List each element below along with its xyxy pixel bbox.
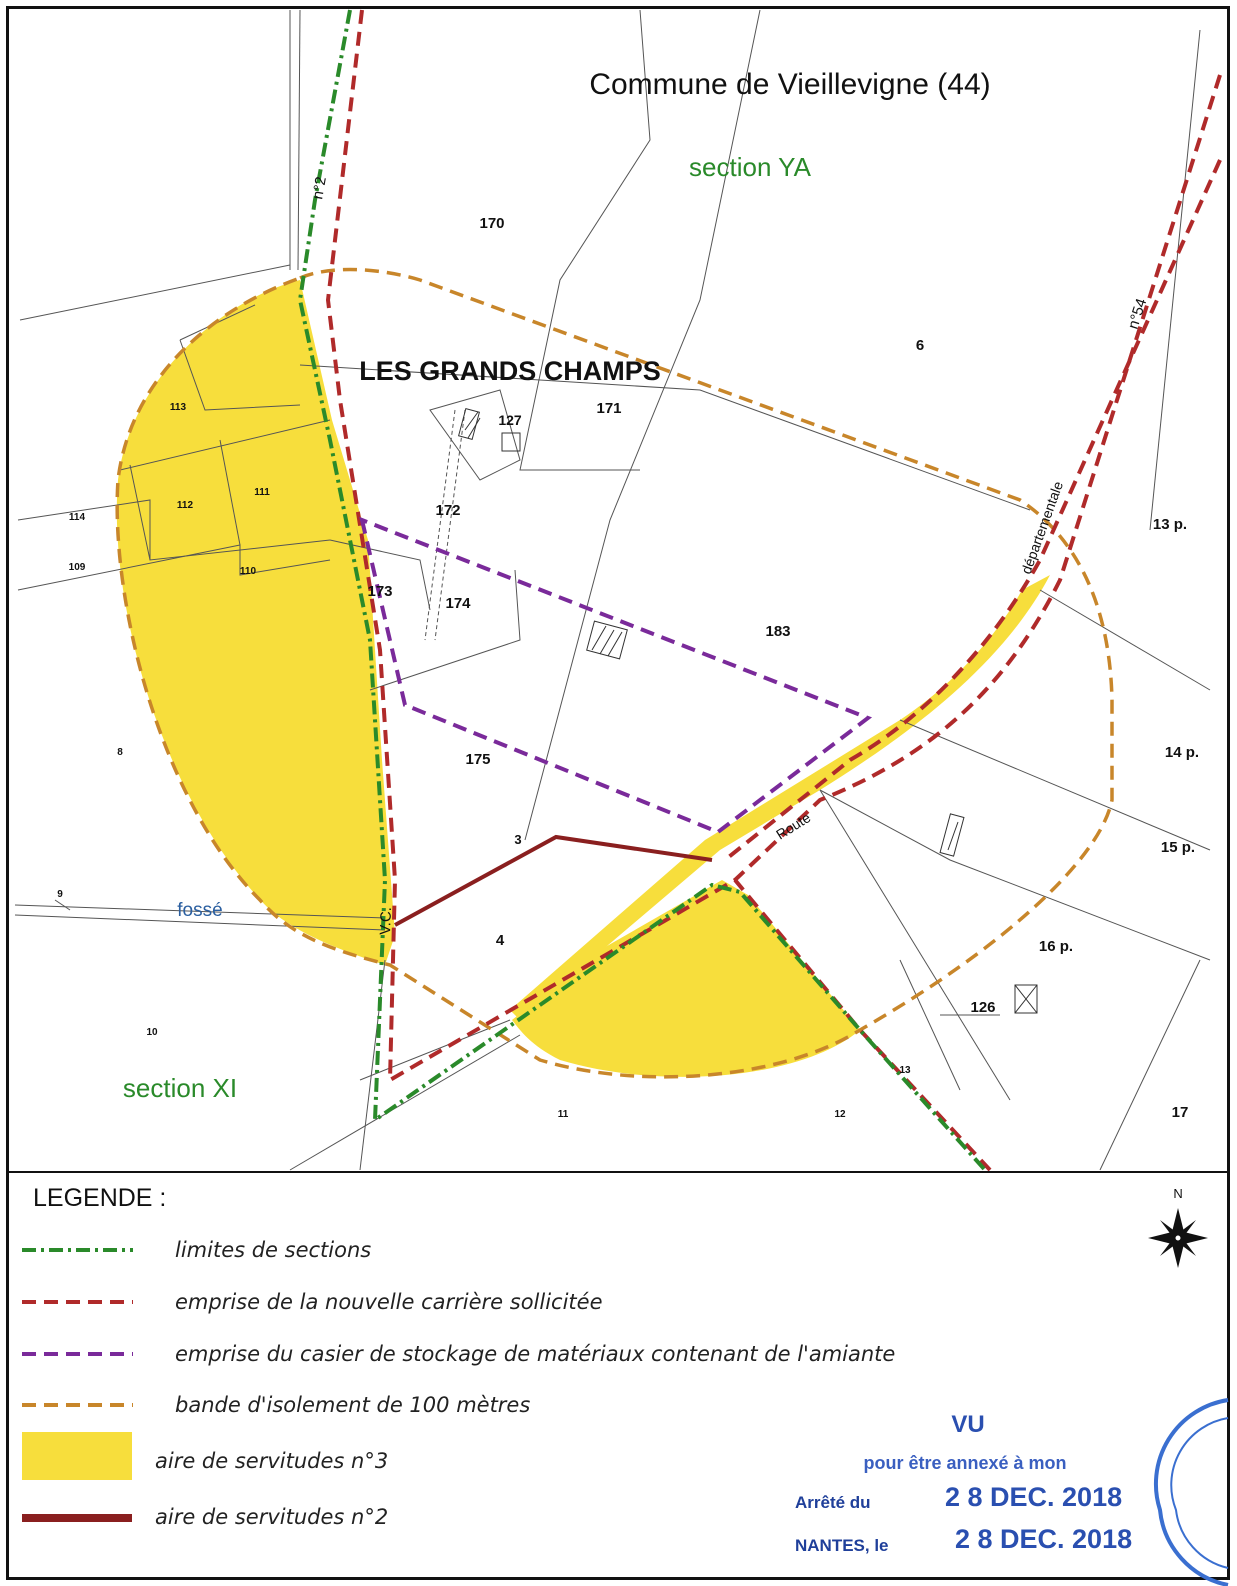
parcel-number: 112 xyxy=(177,500,194,511)
parcel-number: 13 p. xyxy=(1153,516,1187,533)
parcel-number: 111 xyxy=(254,487,270,498)
parcel-lines xyxy=(14,9,1211,1171)
ditch-label: fossé xyxy=(177,900,222,921)
legend-title: LEGENDE : xyxy=(33,1184,166,1212)
parcel-number: 110 xyxy=(240,566,257,577)
parcel-number: 174 xyxy=(445,595,471,612)
stamp-vu: VU xyxy=(951,1411,984,1438)
stamp-date-1: 2 8 DEC. 2018 xyxy=(945,1482,1122,1512)
place-name-label: LES GRANDS CHAMPS xyxy=(359,356,661,386)
servitude-3-west-area xyxy=(116,280,396,965)
legend-item-label: limites de sections xyxy=(175,1238,371,1262)
servitude-3-road-band xyxy=(510,575,1050,1020)
road-vc-number: n°2 xyxy=(309,175,330,200)
servitude-3-south-area xyxy=(512,880,860,1077)
road-dep-label: départementale xyxy=(1018,479,1066,576)
stamp-date-2: 2 8 DEC. 2018 xyxy=(955,1524,1132,1554)
parcel-number: 16 p. xyxy=(1039,938,1073,955)
legend-item-label: emprise du casier de stockage de matéria… xyxy=(175,1342,895,1366)
road-vc-label: V.C. xyxy=(377,907,395,935)
section-xi-label: section XI xyxy=(123,1073,237,1103)
legend-item-label: emprise de la nouvelle carrière sollicit… xyxy=(175,1290,603,1314)
section-ya-label: section YA xyxy=(689,152,812,182)
parcel-number: 17 xyxy=(1172,1104,1189,1121)
stamp-nantes-label: NANTES, le xyxy=(795,1536,889,1555)
parcel-number: 8 xyxy=(117,747,123,758)
legend-swatch-servitude-2 xyxy=(22,1514,132,1522)
servitude-2-line xyxy=(394,834,713,927)
legend-item-label: aire de servitudes n°3 xyxy=(155,1449,388,1473)
stamp-arrete-label: Arrêté du xyxy=(795,1493,871,1512)
parcel-number: 172 xyxy=(435,502,460,519)
parcel-number: 6 xyxy=(916,337,924,354)
parcel-number: 10 xyxy=(146,1027,158,1038)
parcel-number: 14 p. xyxy=(1165,744,1199,761)
buildings xyxy=(458,408,1038,1014)
asbestos-cell-outline xyxy=(359,516,873,835)
section-limit-line xyxy=(297,9,987,1172)
parcel-number: 114 xyxy=(69,512,86,523)
parcel-number: 11 xyxy=(558,1109,569,1120)
parcel-number: 13 xyxy=(899,1065,911,1076)
parcel-numbers: 170 6 171 127 113 112 111 114 109 110 17… xyxy=(57,215,1199,1121)
north-arrow-icon: N xyxy=(1148,1186,1208,1268)
north-label: N xyxy=(1173,1186,1182,1201)
parcel-number: 113 xyxy=(170,402,187,413)
map-title: Commune de Vieillevigne (44) xyxy=(589,68,990,101)
round-seal-icon xyxy=(1153,1398,1229,1586)
parcel-number: 126 xyxy=(970,999,995,1016)
road-54-east-edge xyxy=(733,74,1222,882)
parcel-number: 15 p. xyxy=(1161,839,1195,856)
parcel-number: 183 xyxy=(765,623,790,640)
parcel-number: 175 xyxy=(465,751,490,768)
parcel-number: 3 xyxy=(514,832,521,847)
parcel-number: 109 xyxy=(69,562,86,573)
parcel-number: 4 xyxy=(496,932,505,949)
parcel-number: 171 xyxy=(596,400,621,417)
parcel-number: 173 xyxy=(367,583,392,600)
road-54-west-edge xyxy=(723,159,1222,862)
legend-item-label: bande d'isolement de 100 mètres xyxy=(175,1393,530,1417)
approval-stamp: VU pour être annexé à mon Arrêté du 2 8 … xyxy=(795,1398,1229,1586)
legend-swatch-servitude-3 xyxy=(22,1432,132,1480)
parcel-number: 12 xyxy=(834,1109,846,1120)
parcel-number: 127 xyxy=(498,412,522,428)
map-frame xyxy=(6,6,1230,1580)
parcel-number: 170 xyxy=(479,215,504,232)
legend: LEGENDE : limites de sections emprise de… xyxy=(22,1184,895,1529)
stamp-line-1: pour être annexé à mon xyxy=(863,1453,1066,1473)
isolation-band-outline xyxy=(115,267,1114,1079)
parcel-number: 9 xyxy=(57,889,63,900)
legend-item-label: aire de servitudes n°2 xyxy=(155,1505,388,1529)
